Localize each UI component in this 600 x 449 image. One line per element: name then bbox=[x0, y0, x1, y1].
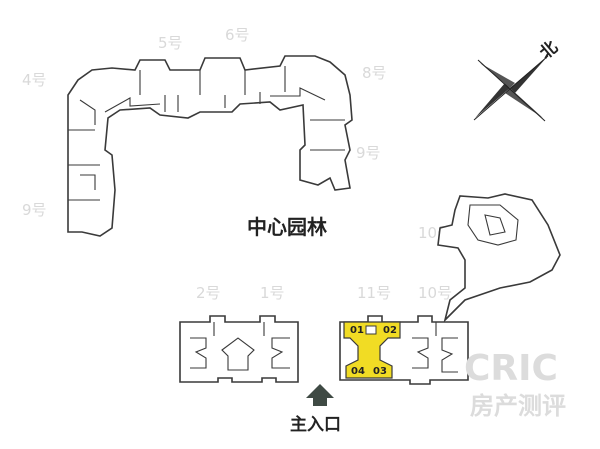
compass-north-label: 北 bbox=[536, 37, 562, 63]
unit-label-03: 03 bbox=[373, 366, 387, 377]
unit-label-04: 04 bbox=[351, 366, 365, 377]
building-number-8: 8号 bbox=[362, 64, 387, 82]
building-number-9: 9号 bbox=[356, 144, 381, 162]
building-number-4: 4号 bbox=[22, 71, 47, 89]
u-shaped-building bbox=[67, 55, 353, 237]
building-number-2: 2号 bbox=[196, 284, 221, 302]
building-number-11: 11号 bbox=[357, 284, 391, 302]
building-number-6: 6号 bbox=[225, 26, 250, 44]
main-entrance-label: 主入口 bbox=[290, 414, 341, 435]
building-9 bbox=[437, 193, 561, 323]
building-number-5: 5号 bbox=[158, 34, 183, 52]
watermark-subtitle: 房产测评 bbox=[470, 392, 566, 420]
unit-label-02: 02 bbox=[383, 325, 397, 336]
watermark-brand: CRIC bbox=[464, 348, 558, 389]
entrance-arrow-icon bbox=[306, 384, 334, 406]
building-11-10 bbox=[339, 315, 469, 385]
compass-icon bbox=[473, 55, 549, 122]
center-garden-label: 中心园林 bbox=[247, 215, 327, 239]
building-number-1: 1号 bbox=[260, 284, 285, 302]
unit-label-01: 01 bbox=[350, 325, 364, 336]
building-number-10b: 10号 bbox=[418, 284, 452, 302]
building-2-1 bbox=[179, 315, 299, 383]
building-number-side: 9号 bbox=[22, 201, 47, 219]
highlighted-unit[interactable] bbox=[343, 321, 401, 379]
